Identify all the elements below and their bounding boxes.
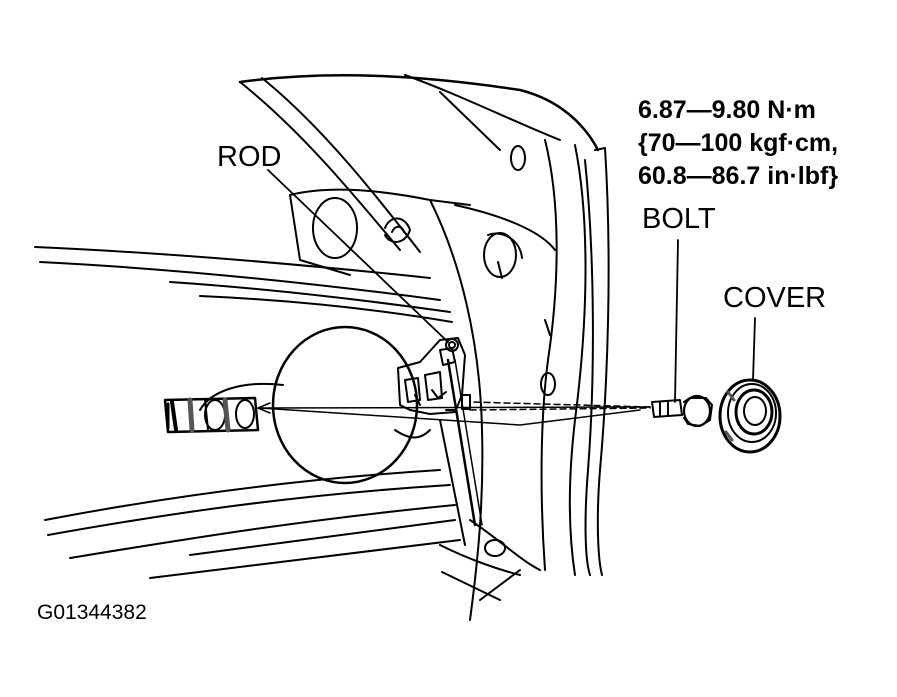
cover-leader-line [752,317,756,381]
cover-part [718,378,782,454]
figure-id: G01344382 [37,601,147,624]
bolt-part [651,394,713,428]
torque-specification: 6.87—9.80 N·m {70—100 kgf·cm, 60.8—86.7 … [638,94,838,193]
torque-line-2: {70—100 kgf·cm, [638,129,839,157]
rod-leader-line [267,169,449,343]
door-frame [238,74,610,621]
service-opening [199,325,431,485]
striker [163,396,260,434]
torque-line-3: 60.8—86.7 in·lbf} [638,162,839,190]
cover-label: COVER [723,282,827,314]
torque-line-1: 6.87—9.80 N·m [638,96,816,124]
panel-holes [312,145,556,557]
bolt-label: BOLT [642,203,716,235]
installation-arrows [257,401,651,426]
door-inner-lines [34,246,461,579]
rod-label: ROD [217,141,282,173]
latch-rod [439,358,483,546]
latch-assembly [397,337,471,415]
bolt-leader-line [674,239,679,403]
